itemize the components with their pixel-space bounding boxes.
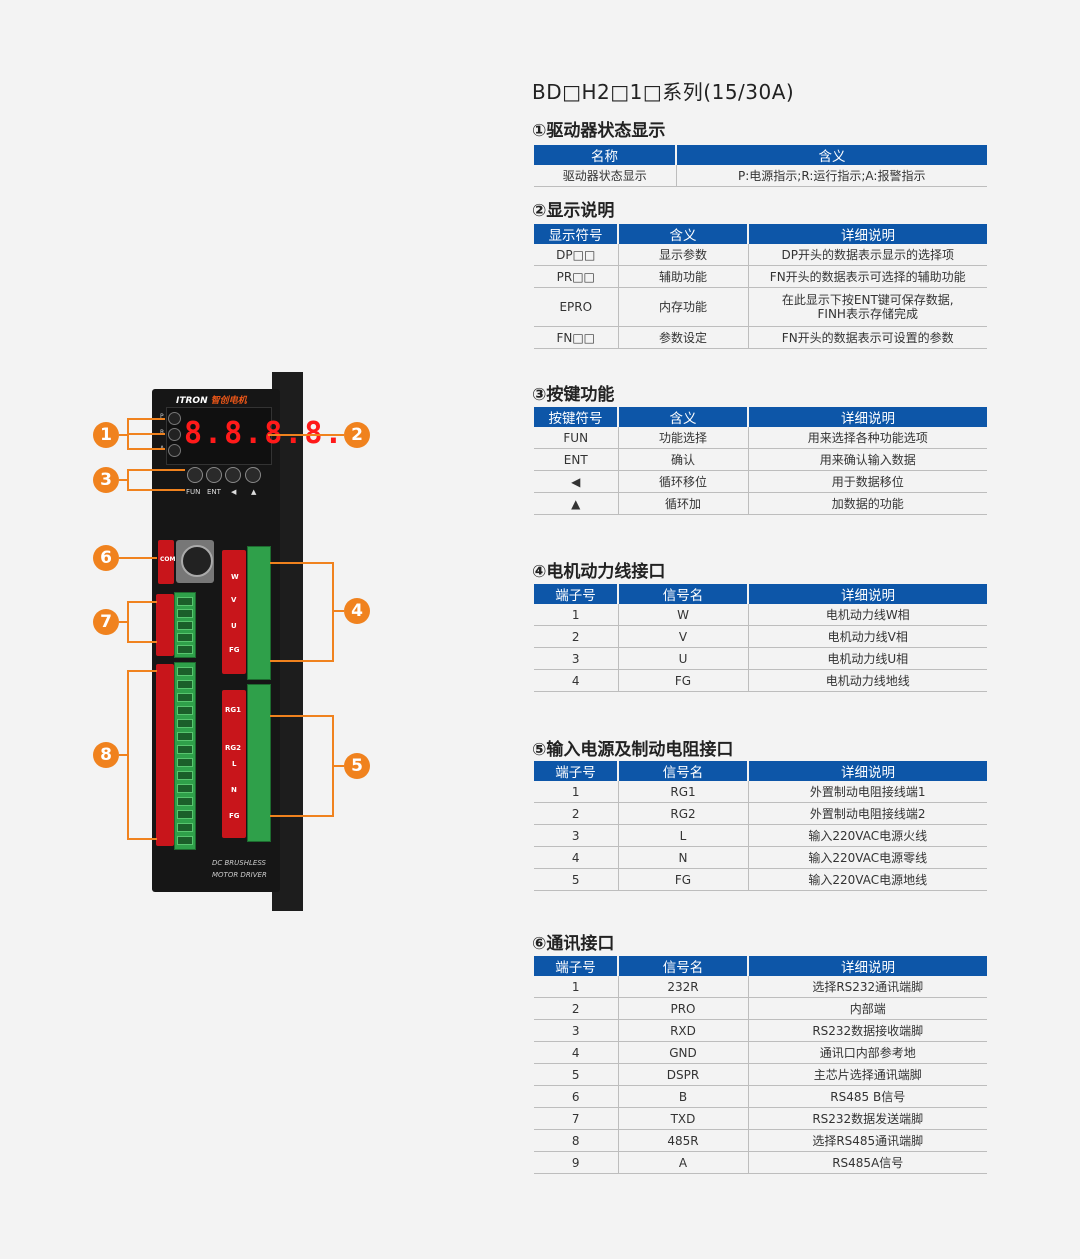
section-2-heading: ②显示说明 — [532, 201, 615, 221]
indicator-a — [168, 444, 181, 457]
indicator-label: R — [160, 429, 164, 436]
fun-key[interactable] — [187, 467, 203, 483]
section-6-heading: ⑥通讯接口 — [532, 934, 615, 954]
callout-2: 2 — [344, 422, 370, 448]
callout-6: 6 — [93, 545, 119, 571]
input-label-fg: FG — [229, 812, 240, 820]
power-terminal — [247, 546, 271, 680]
callout-1: 1 — [93, 422, 119, 448]
section-4-heading: ④电机动力线接口 — [532, 562, 666, 582]
com-label: COM — [160, 556, 176, 563]
indicator-p — [168, 412, 181, 425]
led-panel — [166, 407, 272, 465]
page-title: BD□H2□1□系列(15/30A) — [532, 80, 795, 104]
power-label-w: W — [231, 573, 239, 581]
section-1-heading: ①驱动器状态显示 — [532, 121, 666, 141]
input-label-n: N — [231, 786, 237, 794]
shift-key[interactable] — [225, 467, 241, 483]
callout-8: 8 — [93, 742, 119, 768]
power-label-v: V — [231, 596, 237, 604]
input-label-l: L — [232, 760, 237, 768]
power-label-strip — [222, 550, 246, 674]
input-label-rg2: RG2 — [225, 744, 242, 752]
callout-3: 3 — [93, 467, 119, 493]
section-3-heading: ③按键功能 — [532, 385, 615, 405]
col-header: 名称 — [534, 145, 676, 165]
input-label-strip — [222, 690, 246, 838]
callout-4: 4 — [344, 598, 370, 624]
section-5-heading: ⑤输入电源及制动电阻接口 — [532, 740, 734, 760]
com-port-socket — [181, 545, 213, 577]
callout-7: 7 — [93, 609, 119, 635]
key-label: ◀ — [231, 488, 237, 496]
io-terminal-7 — [174, 592, 196, 658]
io-label-strip-8 — [156, 664, 174, 846]
table-row: ▲循环加加数据的功能 — [534, 492, 987, 515]
brand-cn: 智创电机 — [210, 396, 247, 406]
led-digits: 8.8.8.8. — [184, 416, 345, 451]
device-footer-2: MOTOR DRIVER — [212, 871, 267, 879]
key-label: ENT — [207, 488, 221, 496]
key-label: ▲ — [251, 488, 257, 496]
table-row: ◀循环移位用于数据移位 — [534, 470, 987, 493]
key-label: FUN — [186, 488, 201, 496]
up-key[interactable] — [245, 467, 261, 483]
io-terminal-8 — [174, 662, 196, 850]
power-label-fg: FG — [229, 646, 240, 654]
callout-5: 5 — [344, 753, 370, 779]
indicator-label: P — [160, 413, 164, 420]
brand-logo: ITRON 智创电机 — [176, 396, 247, 406]
device-footer-1: DC BRUSHLESS — [212, 859, 266, 867]
com-label-box — [158, 540, 174, 584]
power-label-u: U — [231, 622, 237, 630]
ent-key[interactable] — [206, 467, 222, 483]
col-header: 含义 — [675, 145, 987, 165]
input-label-rg1: RG1 — [225, 706, 242, 714]
indicator-r — [168, 428, 181, 441]
input-terminal — [247, 684, 271, 842]
io-label-strip-7 — [156, 594, 174, 656]
